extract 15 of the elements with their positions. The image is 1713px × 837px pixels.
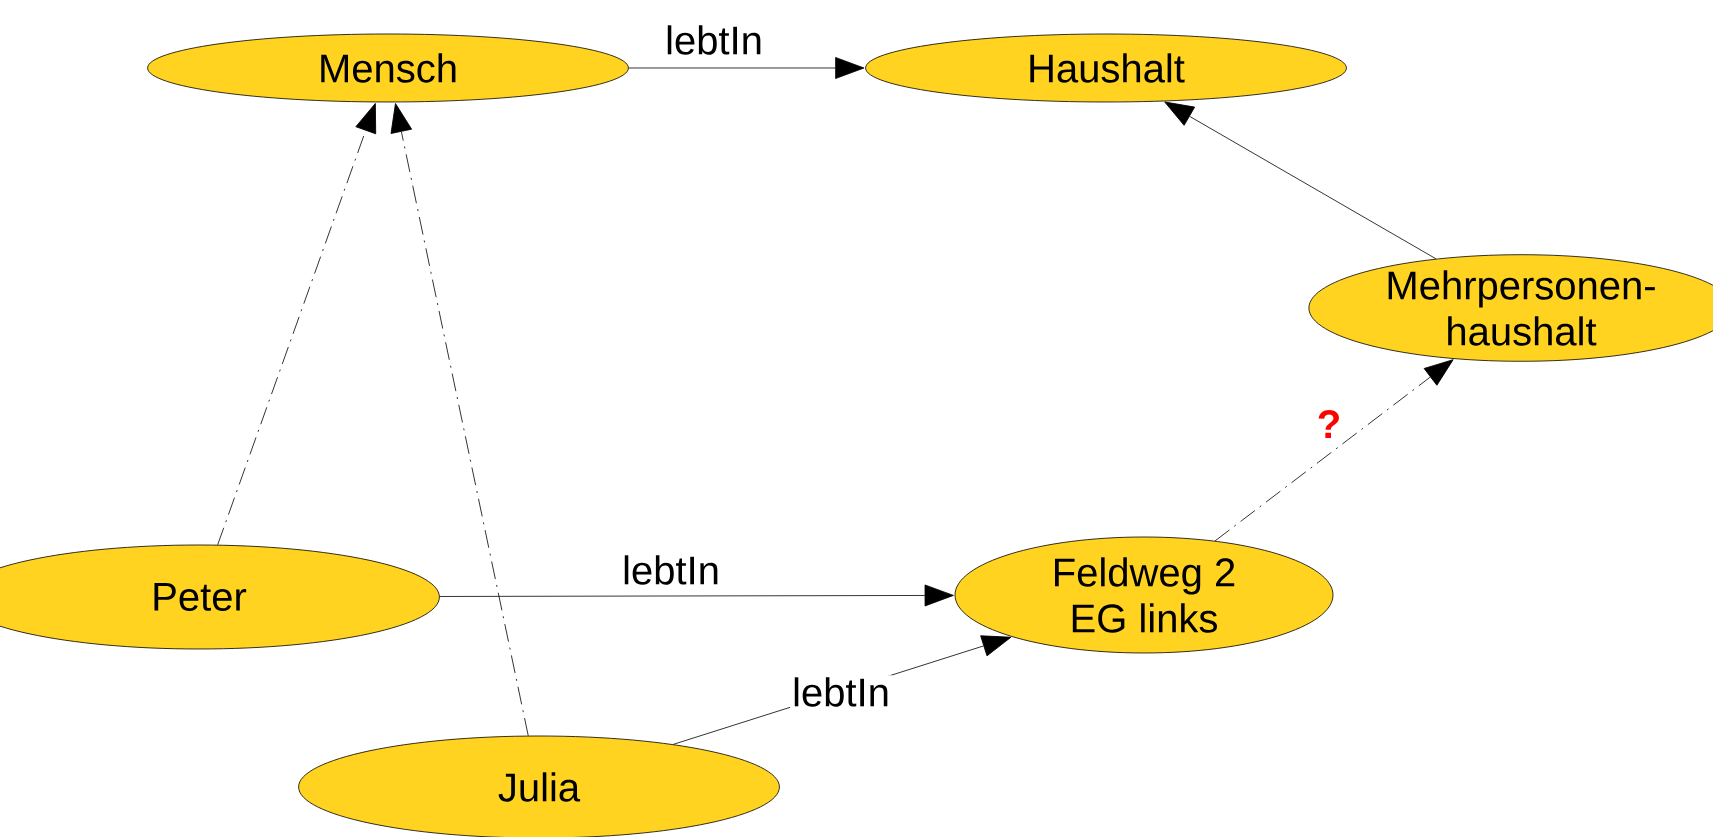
ellipse-node: Haushalt: [865, 33, 1347, 103]
arrow: [1164, 101, 1437, 260]
arrow: [439, 584, 954, 607]
edge-label: ?: [1314, 408, 1344, 440]
arrow: [628, 57, 865, 79]
arrow: [217, 103, 377, 546]
edge-label: lebtIn: [663, 23, 765, 57]
arrow: [390, 103, 529, 737]
ellipse-node: Julia: [298, 735, 780, 837]
ellipse-node: Feldweg 2 EG links: [954, 536, 1334, 654]
edge-label: lebtIn: [620, 553, 722, 587]
arrow: [1214, 359, 1454, 542]
ellipse-node: Mehrpersonen- haushalt: [1308, 254, 1713, 362]
edge-label: lebtIn: [790, 675, 892, 709]
ellipse-node: Mensch: [147, 33, 629, 103]
